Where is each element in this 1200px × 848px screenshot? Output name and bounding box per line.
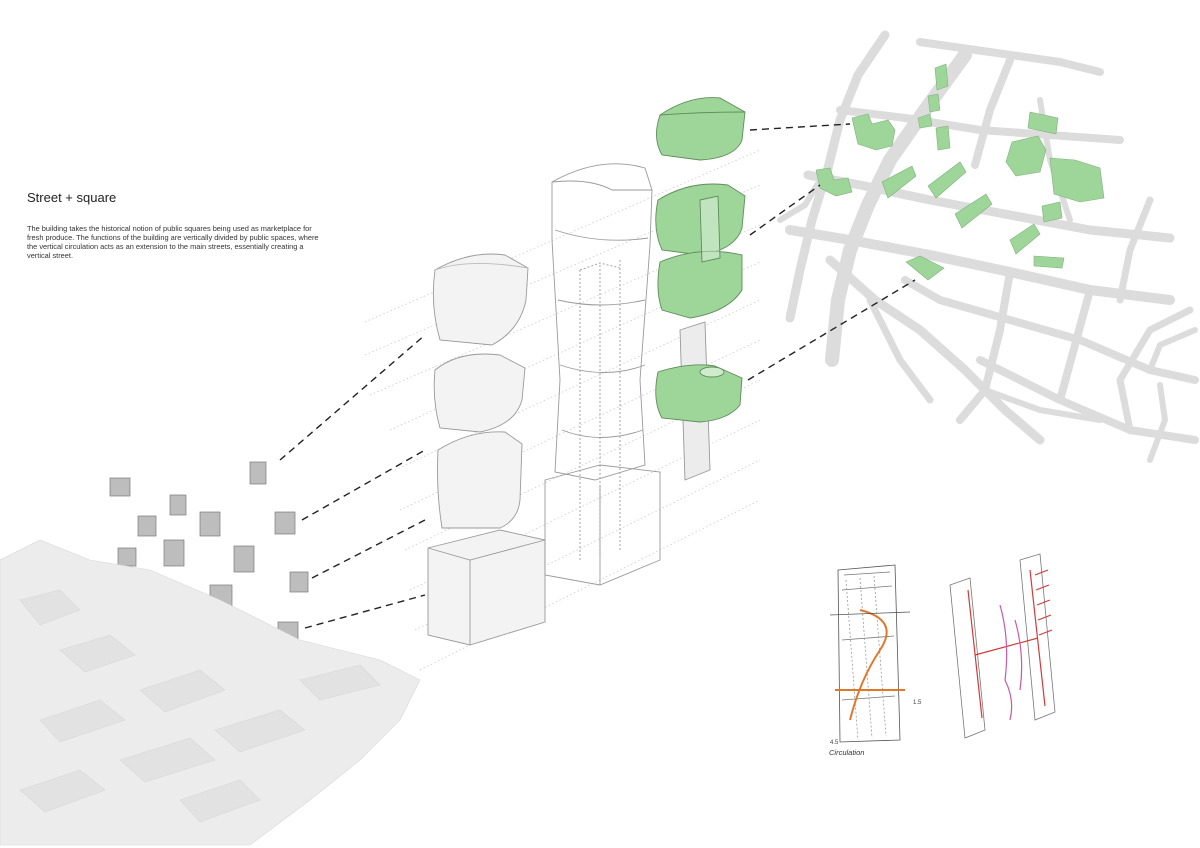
public-space-blocks-map xyxy=(815,63,1105,281)
exploded-tower-grey xyxy=(427,253,546,646)
sketch-caption: Circulation xyxy=(829,748,865,757)
sketch-note-a: 1.5 xyxy=(913,700,922,706)
map-connectors xyxy=(747,123,916,381)
sketch-note-b: 4.5 xyxy=(830,740,839,746)
circulation-sketch-section xyxy=(949,553,1056,739)
wireframe-tower xyxy=(544,163,661,586)
city-base xyxy=(0,539,421,846)
green-tower xyxy=(655,97,746,481)
tower-connectors xyxy=(279,334,426,629)
street-map xyxy=(777,30,1199,463)
section-heading: Street + square xyxy=(27,190,117,205)
section-description: The building takes the historical notion… xyxy=(27,224,319,261)
circulation-sketch-plan xyxy=(829,564,911,743)
